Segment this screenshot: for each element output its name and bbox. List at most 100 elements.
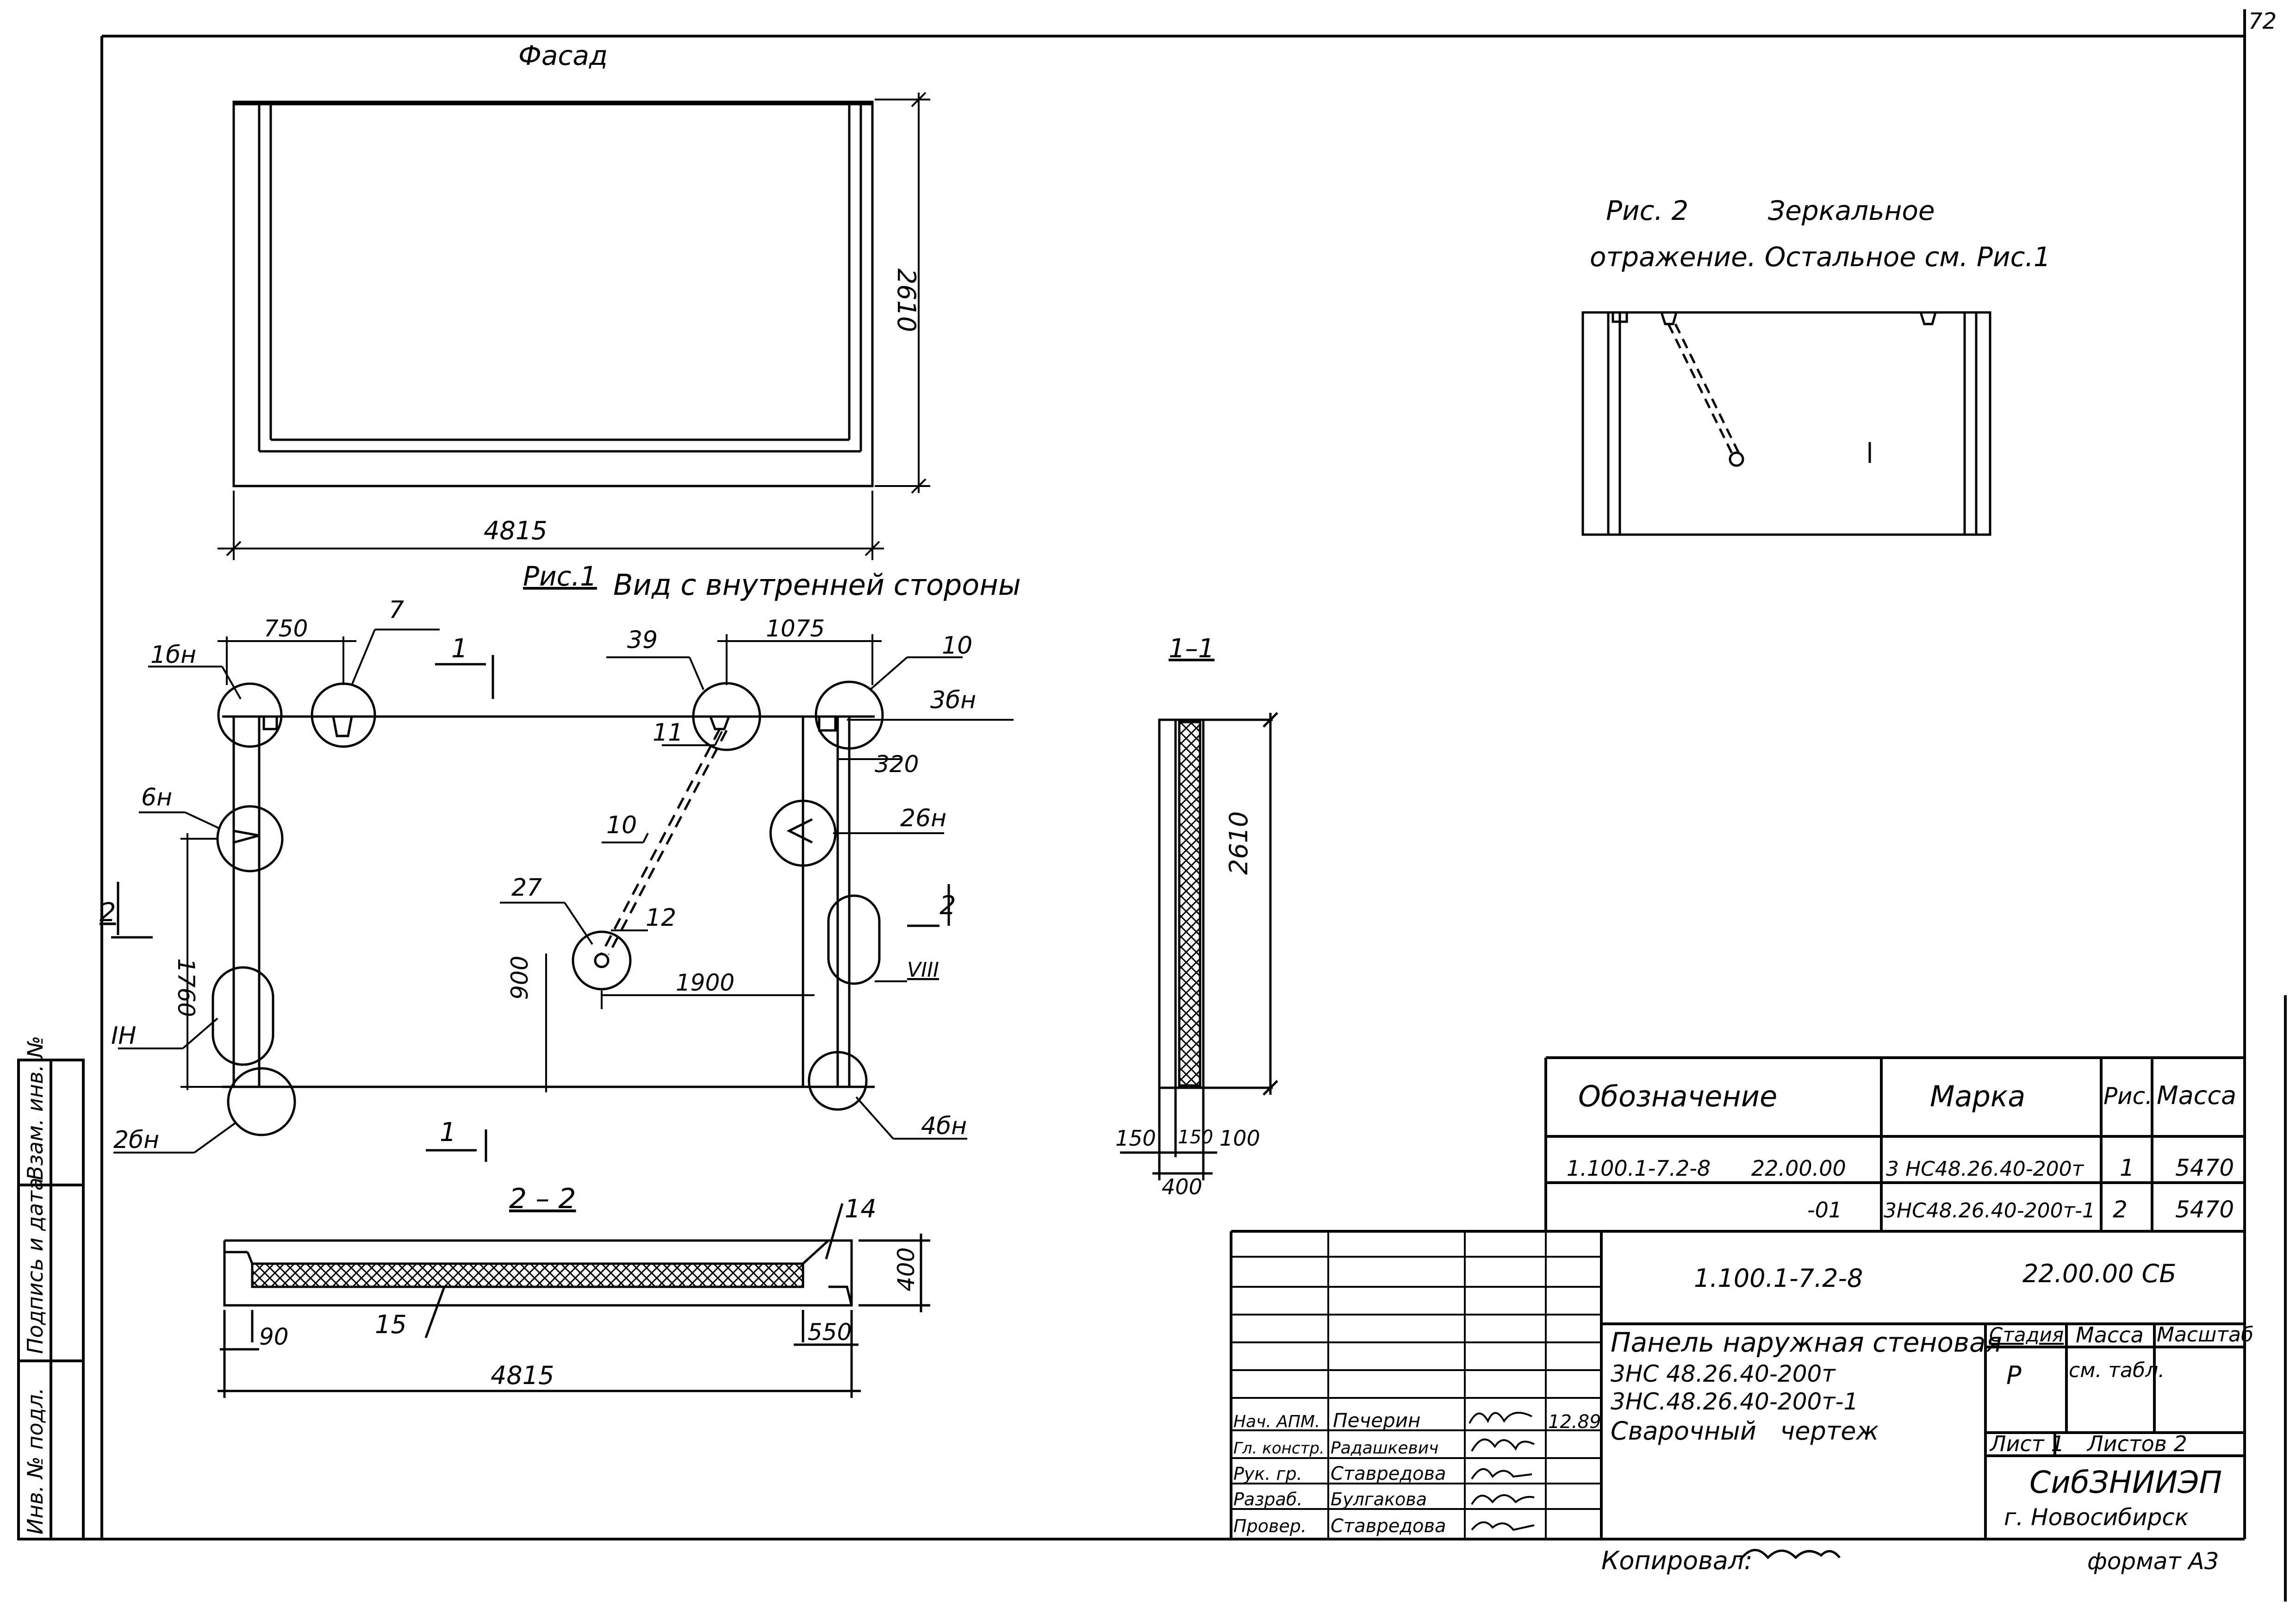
spec-header-mark: Марка (1930, 1079, 2025, 1113)
spec-row1-mark: 3 НС48.26.40-200т (1886, 1157, 2084, 1181)
spec-table-grid (1544, 1056, 2245, 1231)
stamp-label-replaced-inv: Взам. инв. № (23, 1036, 48, 1180)
callout-6n: 6н (141, 784, 172, 811)
title-sheets-label: Листов 2 (2086, 1431, 2187, 1456)
side-stamp (17, 1059, 85, 1540)
facade-dimensions (218, 92, 930, 560)
fig2-caption-number: Рис. 2 (1606, 195, 1688, 226)
callout-4bn: 4бн (921, 1112, 967, 1140)
panel-internal-view (212, 680, 884, 1136)
section-2-2-dim-90: 90 (259, 1323, 289, 1350)
callout-1bn: 1бн (150, 641, 196, 669)
title-mass-value: см. табл. (2069, 1359, 2165, 1382)
stamp-label-signature-date: Подпись и дата (23, 1178, 48, 1354)
section-mark-arrows (111, 655, 950, 1162)
callout-1n: IН (111, 1022, 136, 1050)
staff-name-5: Ставредова (1331, 1515, 1446, 1537)
dim-750: 750 (264, 615, 308, 642)
facade-dim-width: 4815 (484, 516, 547, 545)
title-doc-number: 22.00.00 СБ (2022, 1259, 2176, 1288)
facade-view (232, 100, 874, 487)
section-2-2-callout-15: 15 (375, 1310, 407, 1339)
callout-leaders (113, 629, 1014, 1154)
section-2-2-view (218, 1203, 930, 1398)
callout-3bn: 3бн (930, 686, 976, 714)
spec-row1-fig: 1 (2120, 1154, 2134, 1181)
title-stage-value: Р (2006, 1361, 2022, 1390)
title-org-city: г. Новосибирск (2004, 1504, 2189, 1531)
spec-header-fig: Рис. (2103, 1083, 2153, 1110)
signatures (1468, 1412, 1535, 1531)
staff-role-4: Разраб. (1233, 1489, 1302, 1509)
title-doc-code: 1.100.1-7.2-8 (1694, 1264, 1863, 1293)
spec-row2-mark: 3НС48.26.40-200т-1 (1884, 1199, 2095, 1222)
section-1-1-dim-100: 100 (1220, 1126, 1260, 1151)
callout-10-rod: 10 (606, 811, 637, 839)
dim-900: 900 (506, 956, 533, 1000)
fig2-caption-text1: Зеркальное (1768, 195, 1935, 226)
callout-27: 27 (511, 874, 542, 902)
title-org-name: СибЗНИИЭП (2029, 1465, 2222, 1500)
callout-2bn: 2бн (113, 1126, 159, 1154)
title-name-line3: 3НС.48.26.40-200т-1 (1611, 1388, 1858, 1415)
staff-role-3: Рук. гр. (1233, 1464, 1302, 1484)
title-mass-label: Масса (2076, 1322, 2144, 1347)
section-mark-2-right: 2 (940, 891, 956, 921)
section-1-1-dim-height: 2610 (1224, 811, 1253, 875)
section-2-2-dim-width: 4815 (491, 1361, 554, 1390)
title-block-left-grid (1231, 1231, 1601, 1539)
staff-name-1: Печерин (1333, 1409, 1421, 1432)
section-mark-1-top: 1 (451, 634, 468, 664)
fig2-caption-text2: отражение. Остальное см. Рис.1 (1590, 241, 2051, 273)
title-name-line2: 3НС 48.26.40-200т (1611, 1360, 1836, 1387)
copier-signature (1739, 1549, 1841, 1561)
staff-role-2: Гл. констр. (1233, 1439, 1325, 1458)
facade-label: Фасад (518, 40, 608, 71)
callout-39: 39 (627, 626, 658, 654)
title-scale-label: Масштаб (2157, 1323, 2253, 1347)
section-2-2-title: 2 – 2 (509, 1183, 576, 1215)
title-name-line4: Сварочный чертеж (1611, 1416, 1879, 1446)
page-number: 72 (2248, 8, 2277, 34)
section-1-1-dim-400: 400 (1162, 1174, 1202, 1199)
dim-1900: 1900 (676, 969, 734, 996)
title-stage-label: Стадия (1989, 1323, 2064, 1346)
spec-row2-mass: 5470 (2175, 1196, 2234, 1223)
spec-row2-fig: 2 (2113, 1196, 2128, 1223)
section-mark-2-left: 2 (100, 898, 116, 928)
facade-dim-height: 2610 (892, 268, 921, 332)
title-name-line1: Панель наружная стеновая (1611, 1327, 2002, 1358)
callout-26n: 26н (900, 804, 946, 832)
spec-row1-mass: 5470 (2175, 1154, 2234, 1181)
section-1-1-view (1120, 712, 1278, 1180)
copied-by: Копировал: (1601, 1546, 1753, 1575)
staff-name-2: Радашкевич (1331, 1439, 1438, 1458)
fig2-mirror-view (1581, 311, 1991, 536)
spec-row2-designation: -01 (1807, 1197, 1842, 1222)
spec-header-designation: Обозначение (1578, 1079, 1777, 1113)
section-2-2-dim-550: 550 (808, 1319, 852, 1346)
dim-1760: 1760 (173, 958, 199, 1017)
staff-name-3: Ставредова (1331, 1463, 1446, 1484)
dim-1075: 1075 (766, 615, 825, 642)
title-block-grid (1230, 1230, 2245, 1539)
callout-10-top: 10 (942, 632, 972, 660)
section-2-2-dim-height: 400 (893, 1247, 920, 1291)
format-label: формат А3 (2087, 1548, 2219, 1575)
title-sheet-label: Лист 1 (1989, 1431, 2064, 1456)
section-1-1-dim-150b: 150 (1178, 1127, 1213, 1148)
section-2-2-callout-14: 14 (845, 1194, 877, 1223)
fig1-caption-number: Рис.1 (523, 561, 597, 592)
callout-12: 12 (646, 904, 676, 932)
panel-dimensions (180, 634, 900, 1092)
staff-role-1: Нач. АПМ. (1233, 1412, 1320, 1431)
title-date: 12.89 (1548, 1411, 1601, 1433)
fig1-caption-text: Вид с внутренней стороны (613, 568, 1021, 602)
stamp-label-original-inv: Инв. № подл. (23, 1388, 48, 1534)
staff-name-4: Булгакова (1331, 1489, 1427, 1509)
spec-row1-designation: 1.100.1-7.2-8 22.00.00 (1567, 1156, 1846, 1181)
section-mark-1-bottom: 1 (440, 1117, 456, 1147)
callout-viii: VIII (907, 958, 939, 982)
dim-320: 320 (875, 751, 919, 778)
